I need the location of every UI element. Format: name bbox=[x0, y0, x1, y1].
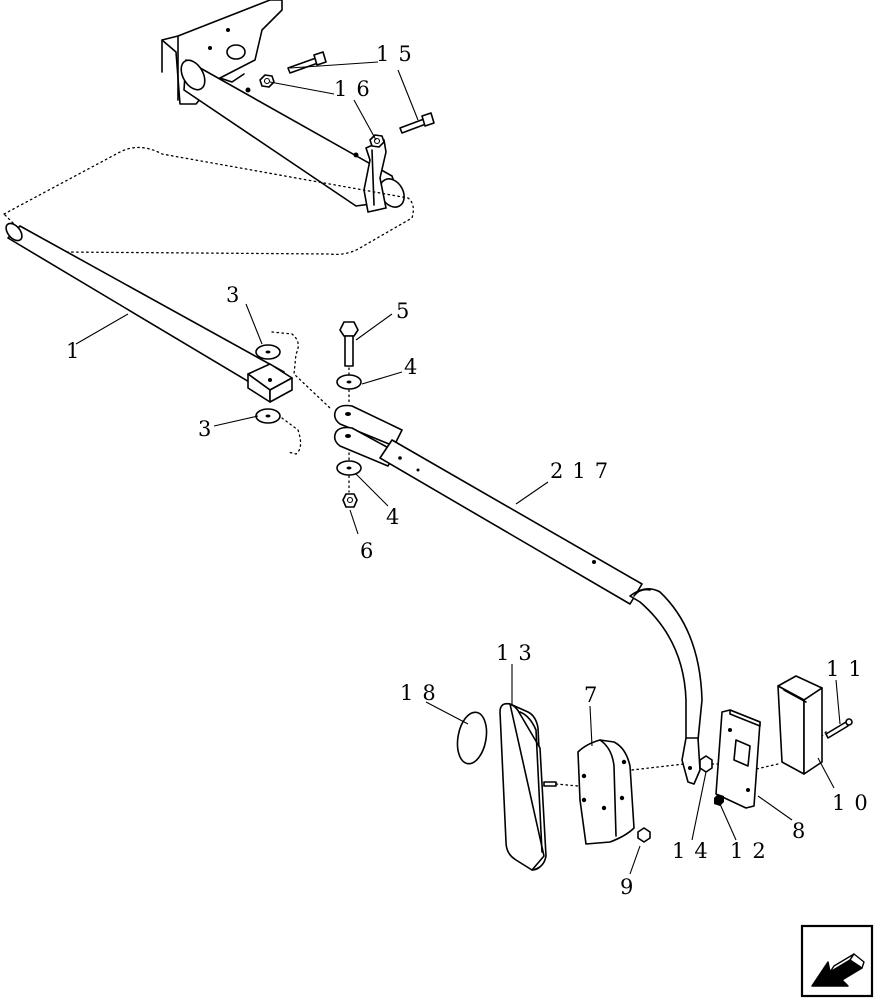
washer-3-lower bbox=[255, 408, 281, 424]
washer-4-upper bbox=[336, 374, 362, 390]
callout-7: 7 bbox=[584, 683, 606, 707]
part-217-arm bbox=[333, 404, 703, 785]
nut-12 bbox=[714, 794, 724, 806]
nut-6 bbox=[342, 493, 358, 508]
callout-8: 8 bbox=[792, 819, 814, 843]
screw-11 bbox=[825, 718, 853, 739]
callout-15: 15 bbox=[376, 42, 421, 66]
assembly-line-1 bbox=[271, 331, 331, 409]
lens-18 bbox=[456, 711, 488, 765]
bracket-7 bbox=[577, 739, 635, 845]
callout-10: 10 bbox=[832, 791, 876, 815]
bolt-14 bbox=[699, 755, 713, 773]
assembly-line-3 bbox=[281, 417, 302, 455]
bolt-15-lower bbox=[399, 112, 435, 134]
plate-8 bbox=[715, 709, 761, 809]
callout-18: 18 bbox=[400, 681, 445, 705]
assembly-line-lamp bbox=[555, 729, 829, 787]
callout-12: 12 bbox=[730, 839, 775, 863]
nut-16-lower bbox=[369, 134, 385, 148]
callout-3-lower: 3 bbox=[198, 417, 220, 441]
callout-11: 11 bbox=[826, 657, 871, 681]
arrow-back-left-icon[interactable] bbox=[800, 924, 874, 998]
callout-9: 9 bbox=[620, 875, 642, 899]
callout-labels: 15 16 1 3 3 5 4 4 6 217 13 18 7 11 10 8 … bbox=[66, 42, 876, 899]
callout-14: 14 bbox=[672, 839, 717, 863]
callout-4-upper: 4 bbox=[404, 355, 426, 379]
callout-3-upper: 3 bbox=[226, 283, 248, 307]
callout-1: 1 bbox=[66, 339, 88, 363]
lamp-13 bbox=[499, 702, 557, 871]
washer-3-upper bbox=[255, 344, 281, 360]
part-1-tube bbox=[5, 222, 293, 403]
screw-9 bbox=[637, 827, 651, 843]
callout-4-lower: 4 bbox=[386, 505, 408, 529]
bolt-5 bbox=[339, 321, 359, 367]
bolt-15-upper bbox=[287, 51, 327, 74]
callout-217: 217 bbox=[550, 459, 617, 483]
callout-6: 6 bbox=[360, 539, 382, 563]
leader-lines bbox=[75, 61, 841, 875]
washer-4-lower bbox=[336, 460, 362, 476]
callout-5: 5 bbox=[396, 299, 418, 323]
frame-bracket-assembly bbox=[161, 0, 405, 213]
callout-16: 16 bbox=[334, 77, 379, 101]
lamp-10 bbox=[777, 675, 823, 775]
nut-16-upper bbox=[259, 74, 275, 88]
callout-13: 13 bbox=[496, 641, 541, 665]
